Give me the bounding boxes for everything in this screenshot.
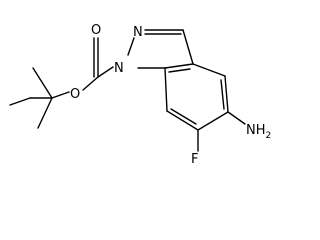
bond-c5-n-amine [227,111,246,125]
atom-carbonyl-o-label: O [91,23,101,38]
amine-subscript: 2 [266,131,272,141]
atom-fluorine-label: F [191,152,198,167]
bond-me-left [9,97,31,106]
pyrazole-ring [127,29,194,69]
bond-c4-c5 [224,75,229,113]
bond-c5-c6 [197,111,229,131]
bond-c7a-c3a-inner [168,68,191,73]
bond-c-o-ester [51,91,70,99]
bond-o-carbonyl-c [82,76,99,91]
bond-c3a-c4 [192,63,226,77]
bond-c3-c3a [182,29,194,65]
amine-nh-text: NH [246,123,266,138]
atom-amine-label: NH2 [246,123,271,141]
carbamate-group [82,37,114,91]
bond-c7-c7a [164,67,168,112]
atom-n1-label: N [114,61,124,76]
atom-ester-o-label: O [70,87,80,102]
benzene-ring [164,63,229,131]
bond-n1-n2 [127,37,135,56]
bond-me-bottom [37,97,53,129]
bond-c6-c7-inner [170,108,197,125]
bond-c-n1 [97,66,114,78]
bond-c6-c7 [166,110,199,131]
tert-butyl-group [9,67,70,129]
molecule-drawing: N N O O F NH2 [9,23,271,167]
structure-diagram: N N O O F NH2 [9,23,271,167]
bond-me-top [32,67,53,99]
atom-n2-label: N [133,25,143,40]
bond-c4-c5-inner [220,79,225,110]
bond-c7a-c3a [164,63,194,69]
